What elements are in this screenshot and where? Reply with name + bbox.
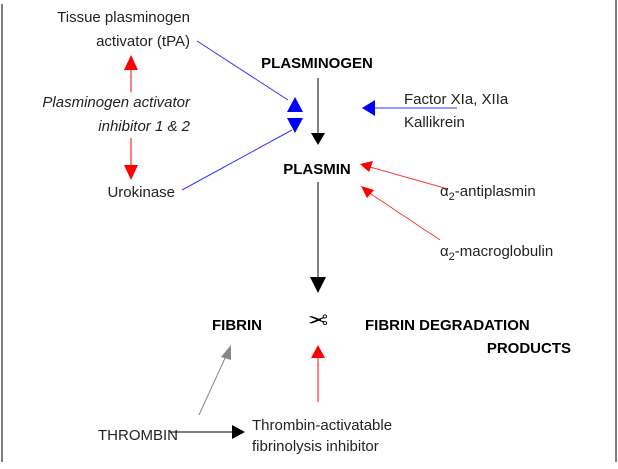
tafi-arrowhead [311,345,325,358]
factors-label-line1: Factor XIa, XIIa [404,91,509,108]
pai-up-arrowhead [124,55,138,70]
plasminogen-label: PLASMINOGEN [261,55,373,72]
tpa-label-line1: Tissue plasminogen [57,9,190,26]
factors-label-line2: Kallikrein [404,114,465,131]
scissors-icon: ✂ [308,305,328,333]
fdp-label-line2: PRODUCTS [487,340,571,357]
tafi-label-line2: fibrinolysis inhibitor [252,438,379,455]
urokinase-arrow-line [181,129,293,191]
antiplasmin-label: α2-antiplasmin [440,183,536,203]
plasminogen-to-plasmin-arrowhead [311,133,325,145]
tpa-label-line2: activator (tPA) [96,33,190,50]
fibrin-label: FIBRIN [212,317,262,334]
urokinase-label: Urokinase [107,184,175,201]
macroglobulin-arrowhead [361,186,374,198]
plasmin-label: PLASMIN [283,161,351,178]
tpa-arrow-line [196,40,289,101]
thrombin-label: THROMBIN [98,427,178,444]
urokinase-arrowhead [287,118,303,133]
macroglobulin-label: α2-macroglobulin [440,243,553,263]
tafi-label-line1: Thrombin-activatable [252,417,392,434]
antiplasmin-arrowhead [360,161,373,172]
factors-arrowhead [362,100,375,116]
pai-label-line1: Plasminogen activator [42,94,191,111]
macroglobulin-arrow-line [367,191,441,241]
fdp-label-line1: FIBRIN DEGRADATION [365,317,530,334]
thrombin-to-fibrin-arrowhead [221,345,231,360]
pai-label-line2: inhibitor 1 & 2 [98,118,190,135]
plasmin-to-fibrin-arrowhead [310,277,326,293]
thrombin-to-fibrin-line [198,355,227,416]
thrombin-to-tafi-arrowhead [232,425,245,439]
tpa-arrowhead [287,97,303,112]
pai-down-arrowhead [124,165,138,180]
antiplasmin-arrow-line [369,166,449,190]
